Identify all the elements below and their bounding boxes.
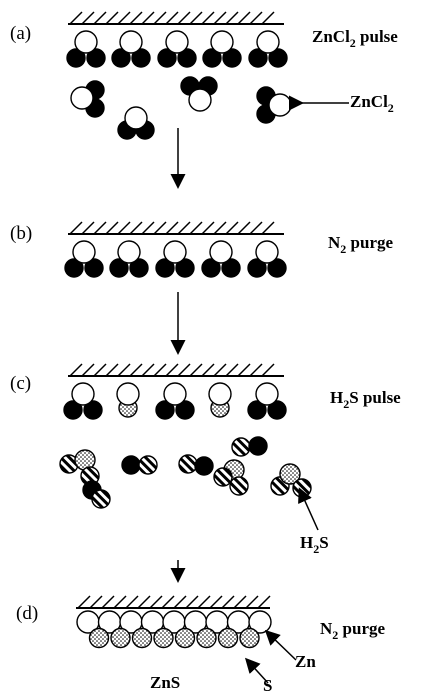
zn-atom xyxy=(117,240,141,264)
step-c: (c) H2S pulse H2S xyxy=(10,363,401,556)
h2s-callout-label: H2S xyxy=(300,533,329,556)
step-a-label: (a) xyxy=(10,23,31,44)
s-atom xyxy=(279,463,301,485)
cl-atom xyxy=(111,48,131,68)
s-atom xyxy=(174,627,196,649)
zn-atom xyxy=(208,382,232,406)
zn-atom xyxy=(255,240,279,264)
cl-atom xyxy=(86,48,106,68)
step-a-title: ZnCl2 pulse xyxy=(312,27,398,50)
h-atom xyxy=(138,455,158,475)
cl-atom xyxy=(121,455,141,475)
step-c-title: H2S pulse xyxy=(330,388,401,411)
zn-atom xyxy=(71,382,95,406)
zn-atom xyxy=(188,88,212,112)
cl-atom xyxy=(131,48,151,68)
s-atom xyxy=(239,627,260,649)
h-atom xyxy=(213,467,233,487)
h2s-and-hcl-gas-molecules xyxy=(59,436,312,509)
zncl2-gas-molecules xyxy=(70,76,292,140)
zn-atom xyxy=(124,106,148,130)
zn-callout-label: Zn xyxy=(295,652,316,671)
h2s-callout-arrow xyxy=(298,487,319,531)
cl-atom xyxy=(202,48,222,68)
zn-atom xyxy=(72,240,96,264)
surface-exchange-row xyxy=(63,382,287,420)
zn-atom xyxy=(116,382,140,406)
zn-atom xyxy=(74,30,98,54)
substrate-surface xyxy=(68,11,284,25)
h-atom xyxy=(231,437,251,457)
cl-atom xyxy=(221,258,241,278)
step-b-label: (b) xyxy=(10,223,32,244)
zn-atom xyxy=(255,382,279,406)
zn-atom xyxy=(209,240,233,264)
step-c-label: (c) xyxy=(10,373,31,394)
s-callout-label: S xyxy=(263,676,272,691)
zn-atom xyxy=(268,93,292,117)
cl-atom xyxy=(268,48,288,68)
cl-atom xyxy=(175,400,195,420)
cl-atom xyxy=(177,48,197,68)
zn-atom xyxy=(70,86,94,110)
s-atom xyxy=(110,627,131,649)
adsorbed-zncl-row xyxy=(66,30,288,68)
cl-atom xyxy=(129,258,149,278)
step-b-title: N2 purge xyxy=(328,233,393,256)
zn-atom xyxy=(163,240,187,264)
substrate-surface xyxy=(76,595,271,609)
step-b: (b) N2 purge xyxy=(10,221,393,278)
cl-atom xyxy=(84,258,104,278)
h-atom xyxy=(229,476,249,496)
zn-callout-arrow xyxy=(264,629,297,661)
zns-film-label: ZnS xyxy=(150,673,180,691)
cl-atom xyxy=(267,400,287,420)
adsorbed-zncl-row xyxy=(64,240,287,278)
cl-atom xyxy=(247,400,267,420)
cl-atom xyxy=(157,48,177,68)
cl-atom xyxy=(194,456,214,476)
zncl2-callout-label: ZnCl2 xyxy=(350,92,394,115)
cl-atom xyxy=(155,400,175,420)
zn-atom xyxy=(248,610,272,634)
h-atom xyxy=(178,454,198,474)
cl-atom xyxy=(248,436,268,456)
cl-atom xyxy=(267,258,287,278)
cl-atom xyxy=(63,400,83,420)
cl-atom xyxy=(155,258,175,278)
cl-atom xyxy=(201,258,221,278)
s-atom xyxy=(88,627,110,649)
cl-atom xyxy=(64,258,84,278)
zn-atom xyxy=(210,30,234,54)
h-atom xyxy=(91,489,111,509)
zn-atom xyxy=(256,30,280,54)
step-d-title: N2 purge xyxy=(320,619,385,642)
substrate-surface xyxy=(68,363,284,377)
s-atom xyxy=(131,627,153,649)
zn-atom xyxy=(119,30,143,54)
step-d-label: (d) xyxy=(16,603,38,624)
cl-atom xyxy=(66,48,86,68)
zn-atom xyxy=(163,382,187,406)
step-d: (d) N2 purge Zn S ZnS xyxy=(16,595,385,691)
zn-atom xyxy=(165,30,189,54)
s-atom xyxy=(196,627,217,649)
step-a: (a) ZnCl2 pulse ZnCl2 xyxy=(10,11,398,140)
s-atom xyxy=(153,627,174,649)
cl-atom xyxy=(109,258,129,278)
substrate-surface xyxy=(68,221,284,235)
cl-atom xyxy=(247,258,267,278)
s-callout-arrow xyxy=(244,657,269,684)
cl-atom xyxy=(83,400,103,420)
cl-atom xyxy=(248,48,268,68)
cl-atom xyxy=(222,48,242,68)
zns-monolayer xyxy=(76,610,272,649)
s-atom xyxy=(217,627,239,649)
cl-atom xyxy=(175,258,195,278)
